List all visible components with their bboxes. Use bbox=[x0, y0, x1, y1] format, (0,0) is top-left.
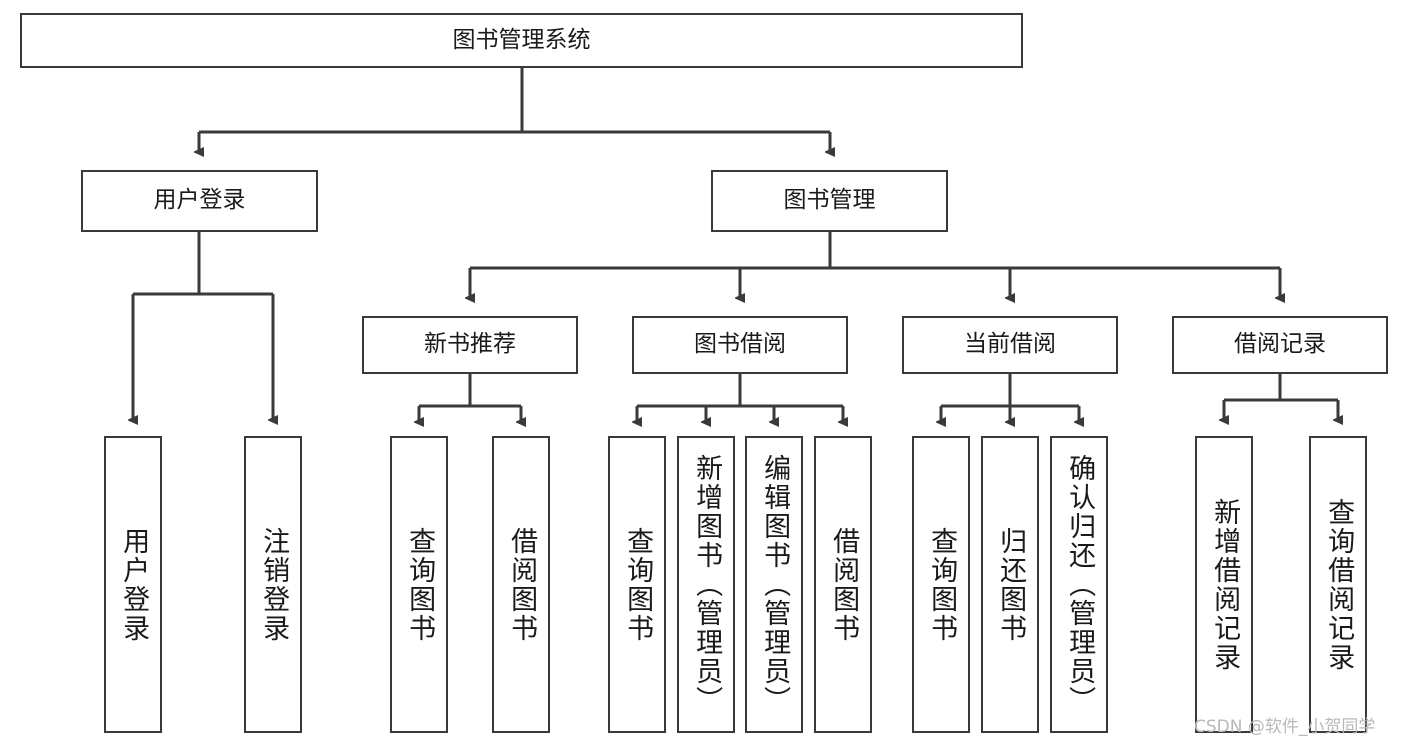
leaf-new-book-query-book[interactable]: 查询图书 bbox=[390, 436, 448, 733]
node-label: 新增借阅记录 bbox=[1209, 497, 1241, 672]
node-label: 查询图书 bbox=[926, 526, 958, 643]
watermark-text: CSDN @软件_小贺同学 bbox=[1194, 717, 1376, 737]
leaf-current-borrow-confirm-return-admin[interactable]: 确认归还（管理员） bbox=[1050, 436, 1108, 733]
node-label: 借阅图书 bbox=[506, 526, 538, 643]
node-label: 图书管理系统 bbox=[452, 26, 591, 53]
node-label: 归还图书 bbox=[995, 526, 1027, 643]
node-label: 确认归还（管理员） bbox=[1064, 454, 1096, 715]
leaf-new-book-borrow-book[interactable]: 借阅图书 bbox=[492, 436, 550, 733]
node-label: 当前借阅 bbox=[964, 331, 1056, 358]
node-label: 图书管理 bbox=[783, 187, 876, 214]
node-label: 用户登录 bbox=[153, 187, 246, 214]
leaf-user-login-logout[interactable]: 注销登录 bbox=[244, 436, 302, 733]
leaf-book-borrow-edit-book-admin[interactable]: 编辑图书（管理员） bbox=[745, 436, 803, 733]
node-label: 新增图书（管理员） bbox=[691, 454, 723, 715]
node-root-library-management-system[interactable]: 图书管理系统 bbox=[20, 13, 1023, 68]
node-label: 借阅图书 bbox=[828, 526, 860, 643]
node-label: 用户登录 bbox=[118, 526, 150, 643]
node-book-borrowing[interactable]: 图书借阅 bbox=[632, 316, 848, 374]
node-label: 图书借阅 bbox=[694, 331, 786, 358]
node-user-login[interactable]: 用户登录 bbox=[81, 170, 318, 232]
node-label: 编辑图书（管理员） bbox=[759, 454, 791, 715]
node-label: 借阅记录 bbox=[1234, 331, 1326, 358]
node-label: 新书推荐 bbox=[424, 331, 516, 358]
node-label: 查询借阅记录 bbox=[1323, 497, 1355, 672]
node-label: 查询图书 bbox=[622, 526, 654, 643]
node-label: 注销登录 bbox=[258, 526, 290, 643]
node-borrowing-records[interactable]: 借阅记录 bbox=[1172, 316, 1388, 374]
node-new-book-recommendation[interactable]: 新书推荐 bbox=[362, 316, 578, 374]
leaf-borrow-record-query-record[interactable]: 查询借阅记录 bbox=[1309, 436, 1367, 733]
node-current-borrowing[interactable]: 当前借阅 bbox=[902, 316, 1118, 374]
leaf-current-borrow-return-book[interactable]: 归还图书 bbox=[981, 436, 1039, 733]
leaf-borrow-record-add-record[interactable]: 新增借阅记录 bbox=[1195, 436, 1253, 733]
leaf-user-login-login[interactable]: 用户登录 bbox=[104, 436, 162, 733]
node-book-management[interactable]: 图书管理 bbox=[711, 170, 948, 232]
leaf-current-borrow-query-book[interactable]: 查询图书 bbox=[912, 436, 970, 733]
leaf-book-borrow-borrow-book[interactable]: 借阅图书 bbox=[814, 436, 872, 733]
leaf-book-borrow-query-book[interactable]: 查询图书 bbox=[608, 436, 666, 733]
node-label: 查询图书 bbox=[404, 526, 436, 643]
leaf-book-borrow-add-book-admin[interactable]: 新增图书（管理员） bbox=[677, 436, 735, 733]
